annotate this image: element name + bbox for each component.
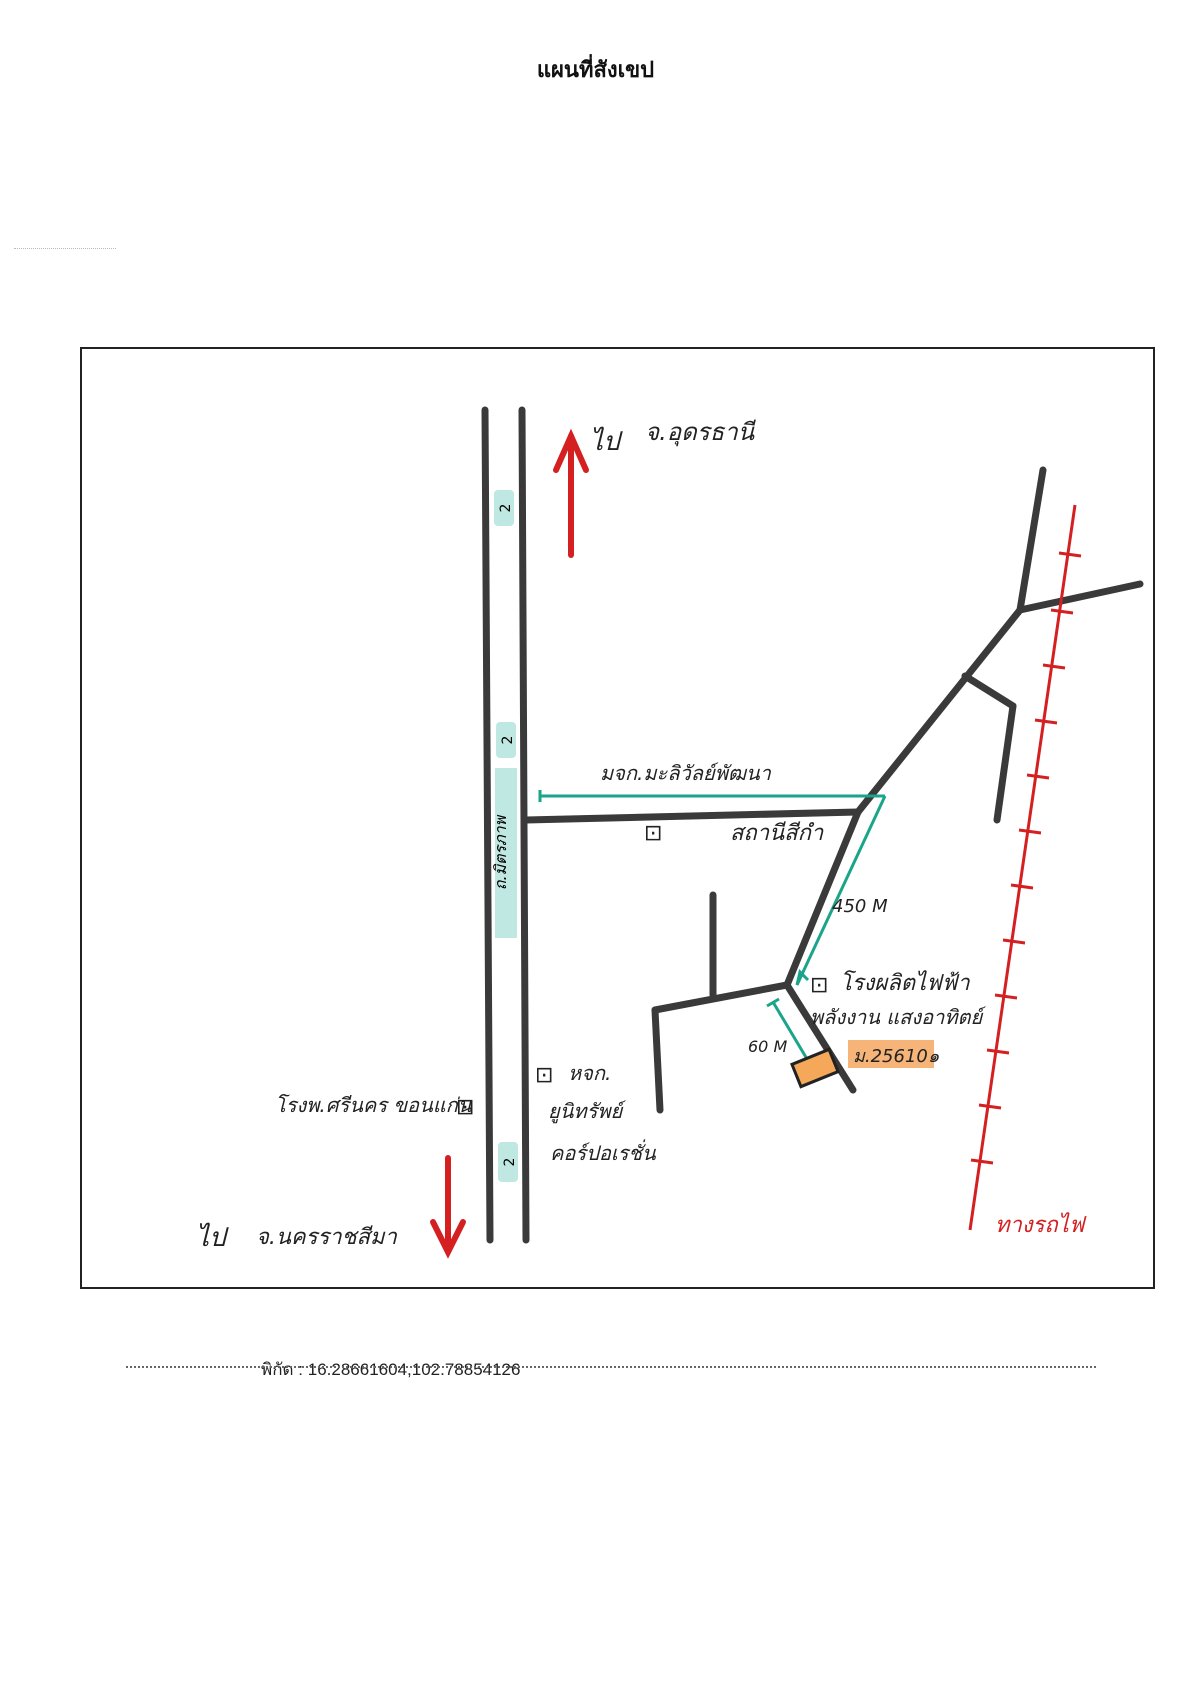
side-roads: [522, 466, 1144, 1114]
hospital-mark: ⊡: [456, 1095, 474, 1120]
south-prefix: ไป: [196, 1222, 229, 1253]
school-road-label: มจก.มะลิวัลย์พัฒนา: [600, 761, 772, 785]
page-title: แผนที่สังเขป: [536, 58, 655, 83]
highway-marker-text: 2: [500, 736, 516, 745]
main-road: [481, 406, 530, 1244]
north-prefix: ไป: [590, 426, 623, 457]
scan-artifact-line: [14, 248, 116, 249]
coordinates-value: 16.28661604,102.78854126: [307, 1360, 521, 1379]
south-destination: จ.นครราชสีมา: [256, 1225, 397, 1250]
railway-label: ทางรถไฟ: [995, 1212, 1087, 1238]
highway-marker-text: 2: [498, 504, 514, 513]
store-label-line1: หจก.: [568, 1061, 611, 1085]
plant-label-line1: โรงผลิตไฟฟ้า: [840, 970, 970, 996]
north-destination: จ.อุดรธานี: [645, 418, 756, 447]
highway-marker-3: 2: [498, 1142, 518, 1182]
highway-marker-2: 2: [496, 722, 516, 758]
distance-60: 60 M: [748, 1037, 787, 1056]
temple-label: สถานีสีกำ: [730, 821, 824, 846]
coordinates: พิกัด : 16.28661604,102.78854126: [261, 1356, 520, 1383]
coordinates-label: พิกัด: [261, 1360, 294, 1379]
parcel-id: ม.25610๑: [853, 1046, 940, 1067]
main-road-label-bg: [495, 768, 517, 938]
highway-marker-1: 2: [494, 490, 514, 526]
main-road-label: ถ.มิตรภาพ: [491, 814, 510, 890]
coordinates-dotted-line: [126, 1366, 1096, 1369]
store-mark: ⊡: [535, 1063, 553, 1088]
railway: [968, 504, 1082, 1231]
route-line: [538, 790, 887, 1070]
highway-marker-text: 2: [502, 1158, 518, 1167]
school-mark: ⊡: [644, 821, 662, 846]
parcel-icon: [790, 1047, 840, 1089]
hospital-label: โรงพ.ศรีนคร ขอนแก่น: [275, 1093, 473, 1117]
plant-label-line2: พลังงาน แสงอาทิตย์: [810, 1005, 986, 1029]
plant-mark: ⊡: [810, 973, 828, 998]
distance-450: 450 M: [832, 896, 888, 917]
store-label-line3: คอร์ปอเรชั่น: [550, 1139, 657, 1165]
store-label-line2: ยูนิทรัพย์: [548, 1099, 626, 1124]
coordinates-separator: :: [298, 1360, 304, 1379]
arrow-up-icon: [553, 428, 589, 558]
arrow-down-icon: [430, 1155, 466, 1259]
parcel-label-bg: [848, 1040, 934, 1068]
map-frame: [80, 347, 1155, 1289]
